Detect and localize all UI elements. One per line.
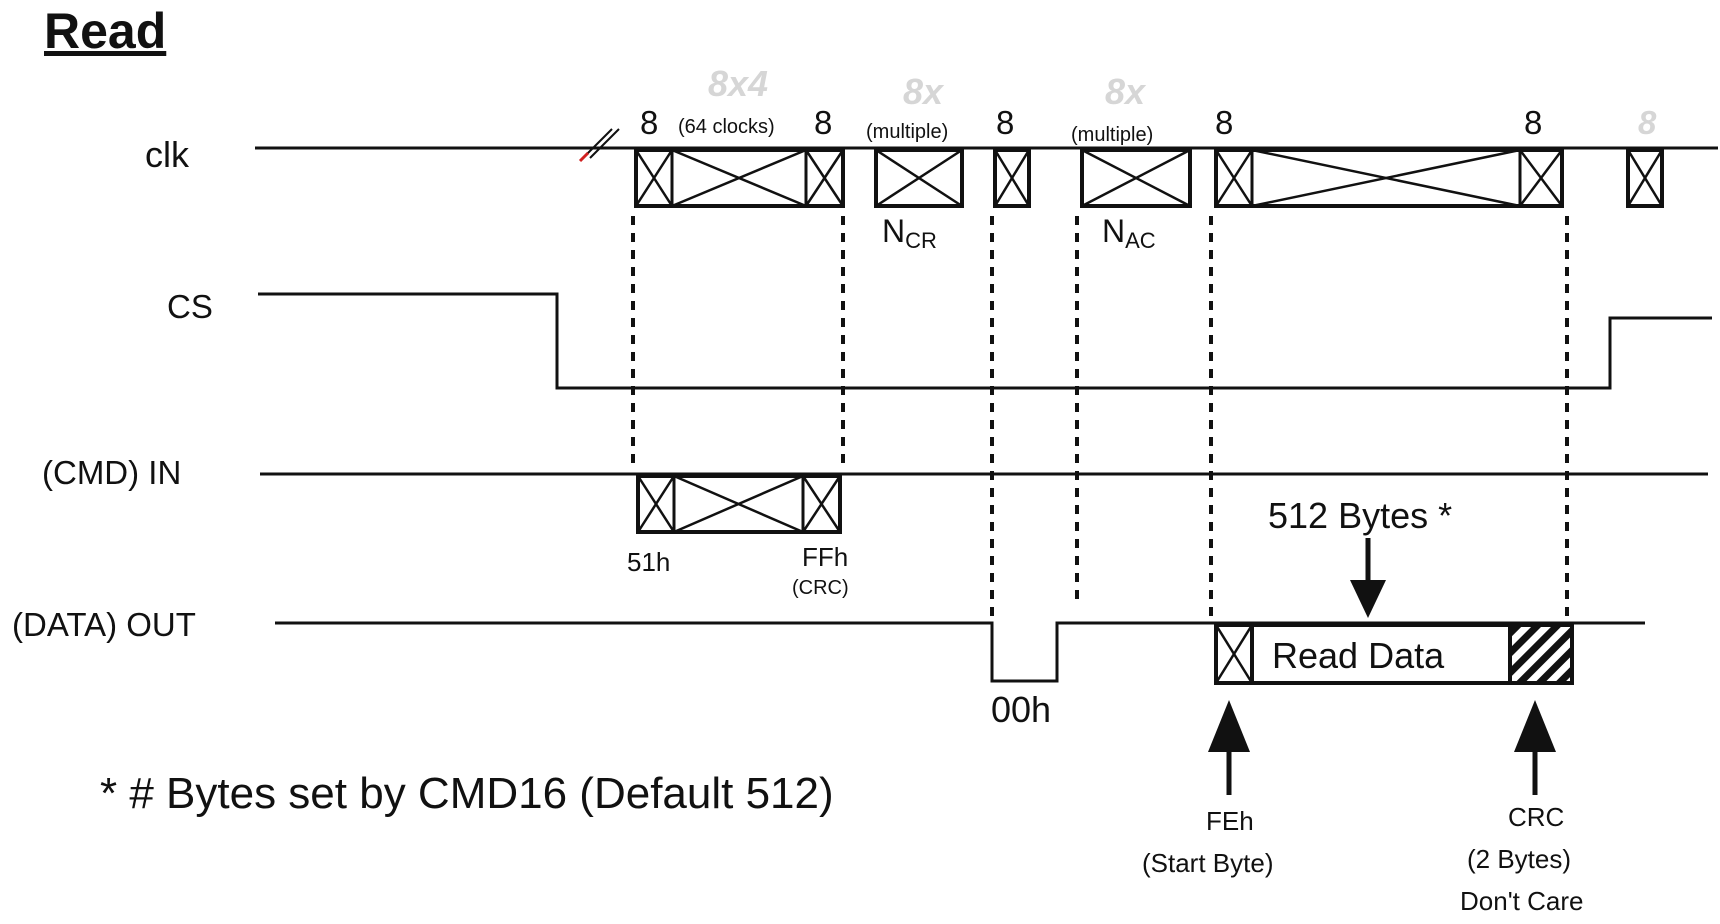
data-start-byte-block [1214, 623, 1254, 685]
clk-nac-block [1080, 148, 1192, 208]
clk-label-8-d: 8 [1215, 104, 1233, 141]
clk-response-block [993, 148, 1031, 208]
clk-label-multiple-b: (multiple) [1071, 124, 1153, 146]
cmd-label-51h: 51h [627, 547, 670, 577]
cmd-label-crc: (CRC) [792, 577, 849, 599]
data-label-00h: 00h [991, 689, 1051, 730]
clk-label-multiple-a: (multiple) [866, 121, 948, 143]
page-title: Read [44, 3, 166, 59]
start-byte-arrow-icon [1208, 700, 1250, 795]
clk-data-block [1214, 148, 1564, 208]
ncr-label: NCR [882, 213, 937, 253]
footnote: * # Bytes set by CMD16 (Default 512) [100, 769, 834, 818]
signal-label-cmd-in: (CMD) IN [42, 454, 181, 491]
cmd-in-block [636, 474, 842, 534]
signal-label-cs: CS [167, 288, 213, 325]
crc-hatched-block [1508, 623, 1574, 685]
nac-label: NAC [1102, 213, 1156, 253]
dont-care-label: Don't Care [1460, 886, 1583, 916]
clk-label-faded-8x4: 8x4 [708, 63, 768, 104]
clk-label-faded-8x-b: 8x [1105, 71, 1147, 112]
signal-label-clk: clk [145, 134, 190, 175]
feh-label: FEh [1206, 806, 1254, 836]
alignment-guides [631, 216, 1569, 618]
crc-arrow-icon [1514, 700, 1556, 795]
clk-label-8-b: 8 [814, 104, 832, 141]
clk-label-8-a: 8 [640, 104, 658, 141]
read-data-block [1250, 623, 1512, 685]
clk-cmd-block [634, 148, 845, 208]
clk-trailing-block [1626, 148, 1664, 208]
data-out-waveform [275, 621, 1645, 683]
cmd-label-ffh: FFh [802, 542, 848, 572]
pen-cursor-icon [578, 128, 620, 163]
clk-label-8-c: 8 [996, 104, 1014, 141]
read-data-label: Read Data [1272, 635, 1445, 676]
clk-label-faded-8x-a: 8x [903, 71, 945, 112]
clk-label-8-e: 8 [1524, 104, 1542, 141]
bytes-label: 512 Bytes * [1268, 495, 1452, 536]
crc-label: CRC [1508, 802, 1564, 832]
clk-ncr-block [874, 148, 964, 208]
clk-label-64-clocks: (64 clocks) [678, 116, 775, 138]
start-byte-label: (Start Byte) [1142, 848, 1273, 878]
bytes-arrow-icon [1350, 538, 1386, 618]
cs-waveform [258, 292, 1712, 390]
signal-label-data-out: (DATA) OUT [12, 606, 196, 643]
clk-label-faded-8: 8 [1638, 104, 1657, 141]
two-bytes-label: (2 Bytes) [1467, 844, 1571, 874]
